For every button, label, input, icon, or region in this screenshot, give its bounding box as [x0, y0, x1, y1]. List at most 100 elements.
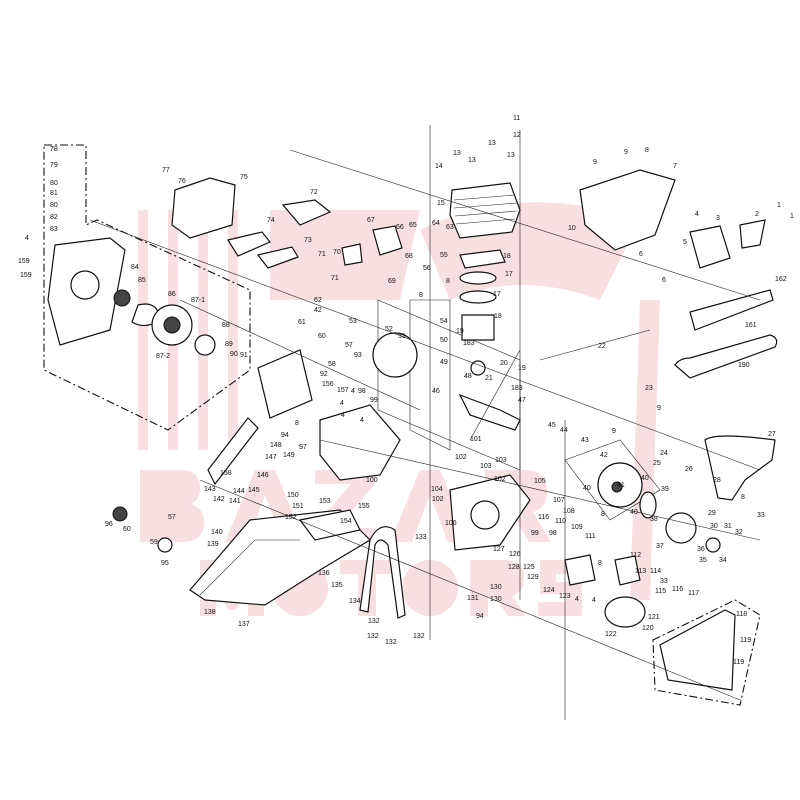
- watermark: [138, 202, 660, 616]
- part-label: 4: [340, 400, 344, 407]
- part-label: 87-2: [156, 353, 170, 360]
- part-label: 54: [440, 318, 448, 325]
- part-label: 9: [593, 159, 597, 166]
- part-label: 32: [735, 529, 743, 536]
- part-label: 37: [656, 543, 664, 550]
- part-label: 13: [488, 140, 496, 147]
- part-label: 61: [298, 319, 306, 326]
- part-label: 145: [248, 487, 260, 494]
- part-label: 158: [220, 470, 232, 477]
- part-label: 144: [233, 488, 245, 495]
- part-label: 6: [662, 277, 666, 284]
- part-label: 72: [310, 189, 318, 196]
- part-label: 116: [538, 514, 549, 521]
- oil-pump: [564, 554, 596, 586]
- part-label: 124: [543, 587, 555, 594]
- part-label: 34: [719, 557, 727, 564]
- part-label: 13: [468, 157, 476, 164]
- part-label: 1: [790, 213, 794, 220]
- part-label: 39: [661, 486, 669, 493]
- part-label: 114: [650, 568, 661, 575]
- part-label: 146: [257, 472, 269, 479]
- part-labels: 78798081808283415915984858687-18887-2899…: [18, 115, 794, 666]
- part-label: 48: [464, 373, 472, 380]
- part-label: 98: [549, 530, 557, 537]
- part-label: 40: [583, 485, 591, 492]
- part-label: 77: [162, 167, 170, 174]
- part-label: 155: [358, 503, 370, 510]
- part-label: 108: [563, 508, 575, 515]
- part-label: 127: [493, 546, 505, 553]
- part-label: 99: [370, 397, 378, 404]
- part-label: 103: [480, 463, 492, 470]
- part-label: 68: [405, 253, 413, 260]
- part-label: 190: [738, 362, 750, 369]
- part-label: 24: [660, 450, 668, 457]
- part-label: 80: [50, 202, 58, 209]
- part-label: 63: [446, 224, 454, 231]
- part-label: 7: [673, 163, 677, 170]
- part-label: 44: [560, 427, 568, 434]
- part-label: 60: [318, 333, 326, 340]
- part-label: 115: [655, 588, 666, 595]
- part-label: 15: [437, 200, 445, 207]
- part-label: 157: [337, 387, 349, 394]
- part-label: 57: [345, 342, 353, 349]
- part-label: 40: [641, 475, 649, 482]
- part-label: 4: [575, 596, 579, 603]
- part-label: 159: [18, 258, 30, 265]
- part-label: 4: [351, 388, 355, 395]
- part-label: 9: [624, 149, 628, 156]
- part-label: 111: [585, 533, 596, 540]
- part-label: 134: [349, 598, 361, 605]
- part-label: 141: [229, 498, 241, 505]
- part-label: 84: [131, 264, 139, 271]
- part-label: 46: [432, 388, 440, 395]
- part-label: 47: [518, 397, 526, 404]
- part-label: 110: [555, 518, 566, 525]
- part-label: 98: [358, 388, 366, 395]
- part-label: 17: [505, 271, 513, 278]
- part-label: 132: [367, 633, 379, 640]
- part-label: 119: [740, 637, 751, 644]
- part-label: 149: [283, 452, 295, 459]
- part-label: 122: [605, 631, 617, 638]
- part-label: 29: [708, 510, 716, 517]
- part-label: 30: [710, 523, 718, 530]
- part-label: 183: [463, 340, 475, 347]
- part-label: 140: [211, 529, 223, 536]
- part-label: 138: [204, 609, 216, 616]
- part-label: 142: [213, 496, 225, 503]
- part-label: 12: [513, 132, 521, 139]
- part-label: 49: [440, 359, 448, 366]
- front-handle-grip: [207, 417, 259, 486]
- part-label: 25: [653, 460, 661, 467]
- part-label: 123: [559, 593, 571, 600]
- part-label: 132: [385, 639, 397, 646]
- part-label: 21: [485, 375, 493, 382]
- part-label: 151: [292, 503, 304, 510]
- part-label: 43: [581, 437, 589, 444]
- part-label: 42: [314, 307, 322, 314]
- part-label: 40: [630, 509, 638, 516]
- part-label: 82: [50, 214, 58, 221]
- part-label: 156: [322, 381, 334, 388]
- part-label: 78: [50, 146, 58, 153]
- part-label: 94: [281, 432, 289, 439]
- part-label: 9: [612, 428, 616, 435]
- part-label: 94: [476, 613, 484, 620]
- part-label: 143: [204, 486, 216, 493]
- part-label: 119: [733, 659, 744, 666]
- part-label: 95: [161, 560, 169, 567]
- part-label: 18: [494, 313, 502, 320]
- part-label: 62: [314, 297, 322, 304]
- part-label: 27: [768, 431, 776, 438]
- part-label: 19: [456, 328, 464, 335]
- part-label: 19: [518, 365, 526, 372]
- part-label: 102: [432, 496, 444, 503]
- part-label: 112: [630, 552, 641, 559]
- part-label: 90: [230, 351, 238, 358]
- part-label: 159: [20, 272, 32, 279]
- part-label: 89: [225, 341, 233, 348]
